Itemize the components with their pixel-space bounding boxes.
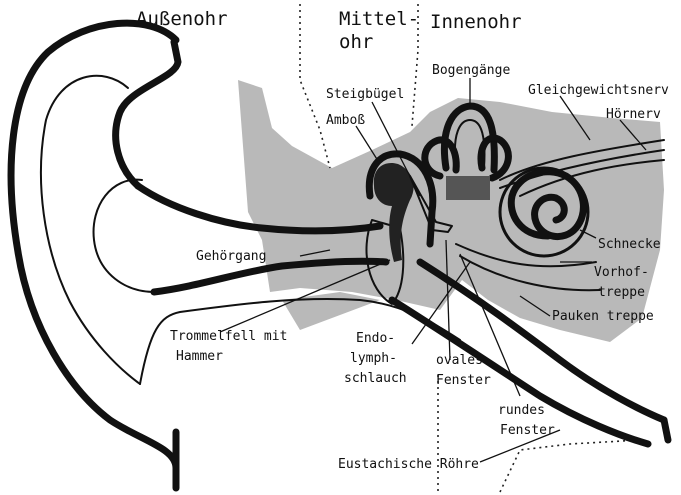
- label-endolymph-line1: Endo-: [356, 331, 395, 346]
- region-inner-ear: Innenohr: [430, 11, 522, 33]
- label-steigbuegel: Steigbügel: [326, 87, 404, 102]
- label-gleichgewichtsnerv: Gleichgewichtsnerv: [528, 83, 669, 98]
- label-schnecke: Schnecke: [598, 237, 661, 252]
- label-vorhoftreppe-line1: Vorhof-: [594, 265, 649, 280]
- helix-top: [116, 42, 178, 186]
- region-middle-ear-line1: Mittel-: [339, 8, 419, 30]
- label-ovales-line2: Fenster: [436, 373, 491, 388]
- tube-end-right: [664, 420, 668, 440]
- label-endolymph-line3: schlauch: [344, 371, 407, 386]
- label-bogengaenge: Bogengänge: [432, 63, 510, 78]
- auricle-inner-rim: [41, 76, 140, 384]
- auricle-concha: [94, 180, 154, 292]
- label-trommelfell-line2: Hammer: [176, 349, 223, 364]
- label-eustachische: Eustachische Röhre: [338, 457, 479, 472]
- auricle-outline: [11, 23, 176, 468]
- label-rundes-line2: Fenster: [500, 423, 555, 438]
- boundary-outer-middle: [300, 4, 330, 168]
- region-outer-ear: Außenohr: [136, 8, 228, 30]
- label-endolymph-line2: lymph-: [350, 351, 397, 366]
- lower-tissue: [282, 292, 380, 330]
- label-rundes-line1: rundes: [498, 403, 545, 418]
- label-ovales-line1: ovales: [436, 353, 483, 368]
- label-paukentreppe: Pauken treppe: [552, 309, 654, 324]
- label-trommelfell-line1: Trommelfell mit: [170, 329, 287, 344]
- region-middle-ear-line2: ohr: [339, 31, 373, 53]
- label-vorhoftreppe-line2: treppe: [598, 285, 645, 300]
- label-amboss: Amboß: [326, 113, 365, 128]
- label-hoernerv: Hörnerv: [606, 107, 661, 122]
- vestibule: [446, 176, 490, 200]
- label-gehoergang: Gehörgang: [196, 249, 266, 264]
- boundary-bottom-right: [500, 440, 640, 492]
